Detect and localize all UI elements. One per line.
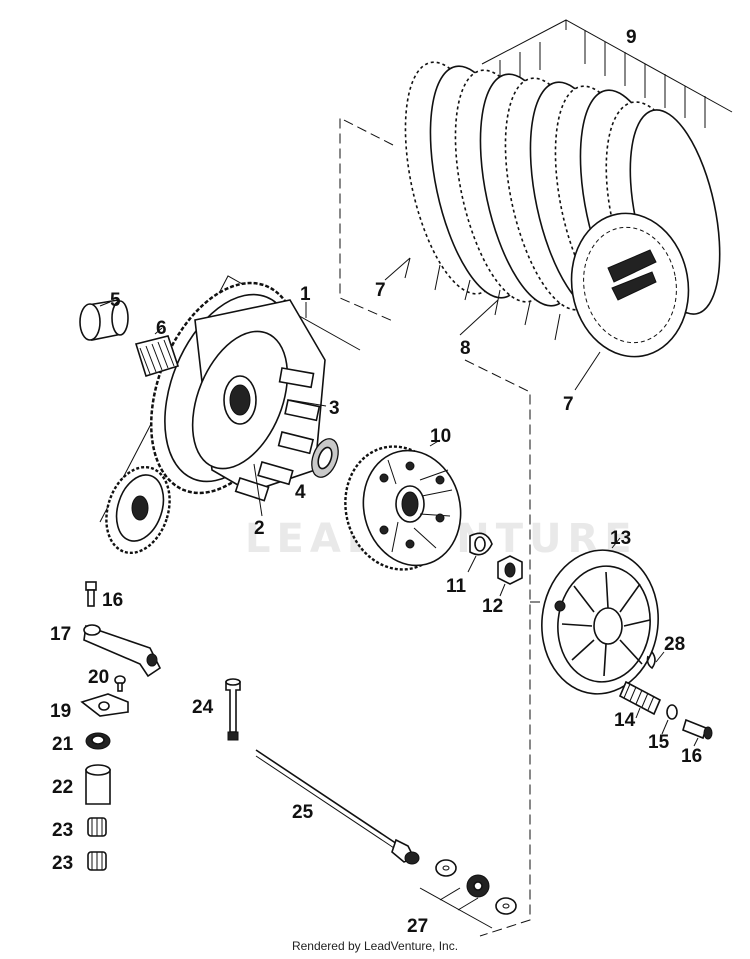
thrust-washer bbox=[311, 438, 339, 478]
callout-11: 11 bbox=[446, 576, 467, 597]
callout-5: 5 bbox=[110, 290, 121, 311]
clutch-spring bbox=[618, 680, 662, 719]
callout-7-lower: 7 bbox=[563, 394, 574, 415]
callout-19: 19 bbox=[50, 701, 71, 722]
lock-washer bbox=[467, 532, 493, 573]
footer-credit: Rendered by LeadVenture, Inc. bbox=[291, 939, 459, 953]
snap-ring bbox=[646, 651, 656, 670]
callout-14: 14 bbox=[614, 710, 636, 731]
pressure-plate-screw bbox=[682, 718, 713, 747]
clutch-plate-stack bbox=[384, 19, 733, 391]
callout-9: 9 bbox=[626, 27, 637, 48]
callout-13: 13 bbox=[610, 528, 631, 549]
needle-bearing-lower bbox=[87, 851, 107, 871]
callout-15: 15 bbox=[648, 732, 670, 753]
callout-16-left: 16 bbox=[102, 590, 123, 611]
needle-bearing bbox=[134, 327, 180, 378]
callout-28: 28 bbox=[664, 634, 685, 655]
callout-4: 4 bbox=[295, 482, 306, 503]
hex-nut bbox=[497, 555, 523, 597]
callout-2: 2 bbox=[254, 518, 265, 539]
lever-bolt bbox=[85, 581, 97, 607]
callout-labels: 1 2 3 4 5 6 7 7 8 9 10 11 12 13 14 15 16… bbox=[50, 27, 702, 937]
leader-3 bbox=[289, 399, 327, 407]
release-pin bbox=[225, 678, 241, 741]
push-rod bbox=[255, 749, 420, 865]
needle-bearing-upper bbox=[87, 817, 107, 837]
callout-25: 25 bbox=[292, 802, 314, 823]
callout-16-right: 16 bbox=[681, 746, 702, 767]
callout-22: 22 bbox=[52, 777, 73, 798]
sleeve bbox=[85, 764, 111, 805]
callout-20: 20 bbox=[88, 667, 109, 688]
callout-21: 21 bbox=[52, 734, 74, 755]
callout-23-lower: 23 bbox=[52, 853, 73, 874]
callout-12: 12 bbox=[482, 596, 503, 617]
callout-10: 10 bbox=[430, 426, 451, 447]
callout-23-upper: 23 bbox=[52, 820, 73, 841]
callout-27: 27 bbox=[407, 916, 428, 937]
callout-3: 3 bbox=[329, 398, 340, 419]
callout-6: 6 bbox=[156, 318, 167, 339]
seal-ring bbox=[85, 732, 111, 750]
callout-24: 24 bbox=[192, 697, 214, 718]
small-screw bbox=[114, 675, 126, 692]
callout-8: 8 bbox=[460, 338, 471, 359]
spring-washer bbox=[666, 704, 678, 720]
pressure-plate bbox=[541, 537, 659, 695]
callout-17: 17 bbox=[50, 624, 71, 645]
inner-clutch-hub bbox=[344, 439, 462, 571]
callout-7-upper: 7 bbox=[375, 280, 386, 301]
outer-clutch-basket bbox=[99, 275, 361, 555]
callout-1: 1 bbox=[300, 284, 311, 305]
bushing bbox=[79, 299, 129, 341]
release-lever bbox=[83, 624, 162, 678]
leader-2 bbox=[253, 463, 263, 517]
thrust-bearing-set bbox=[419, 859, 517, 929]
